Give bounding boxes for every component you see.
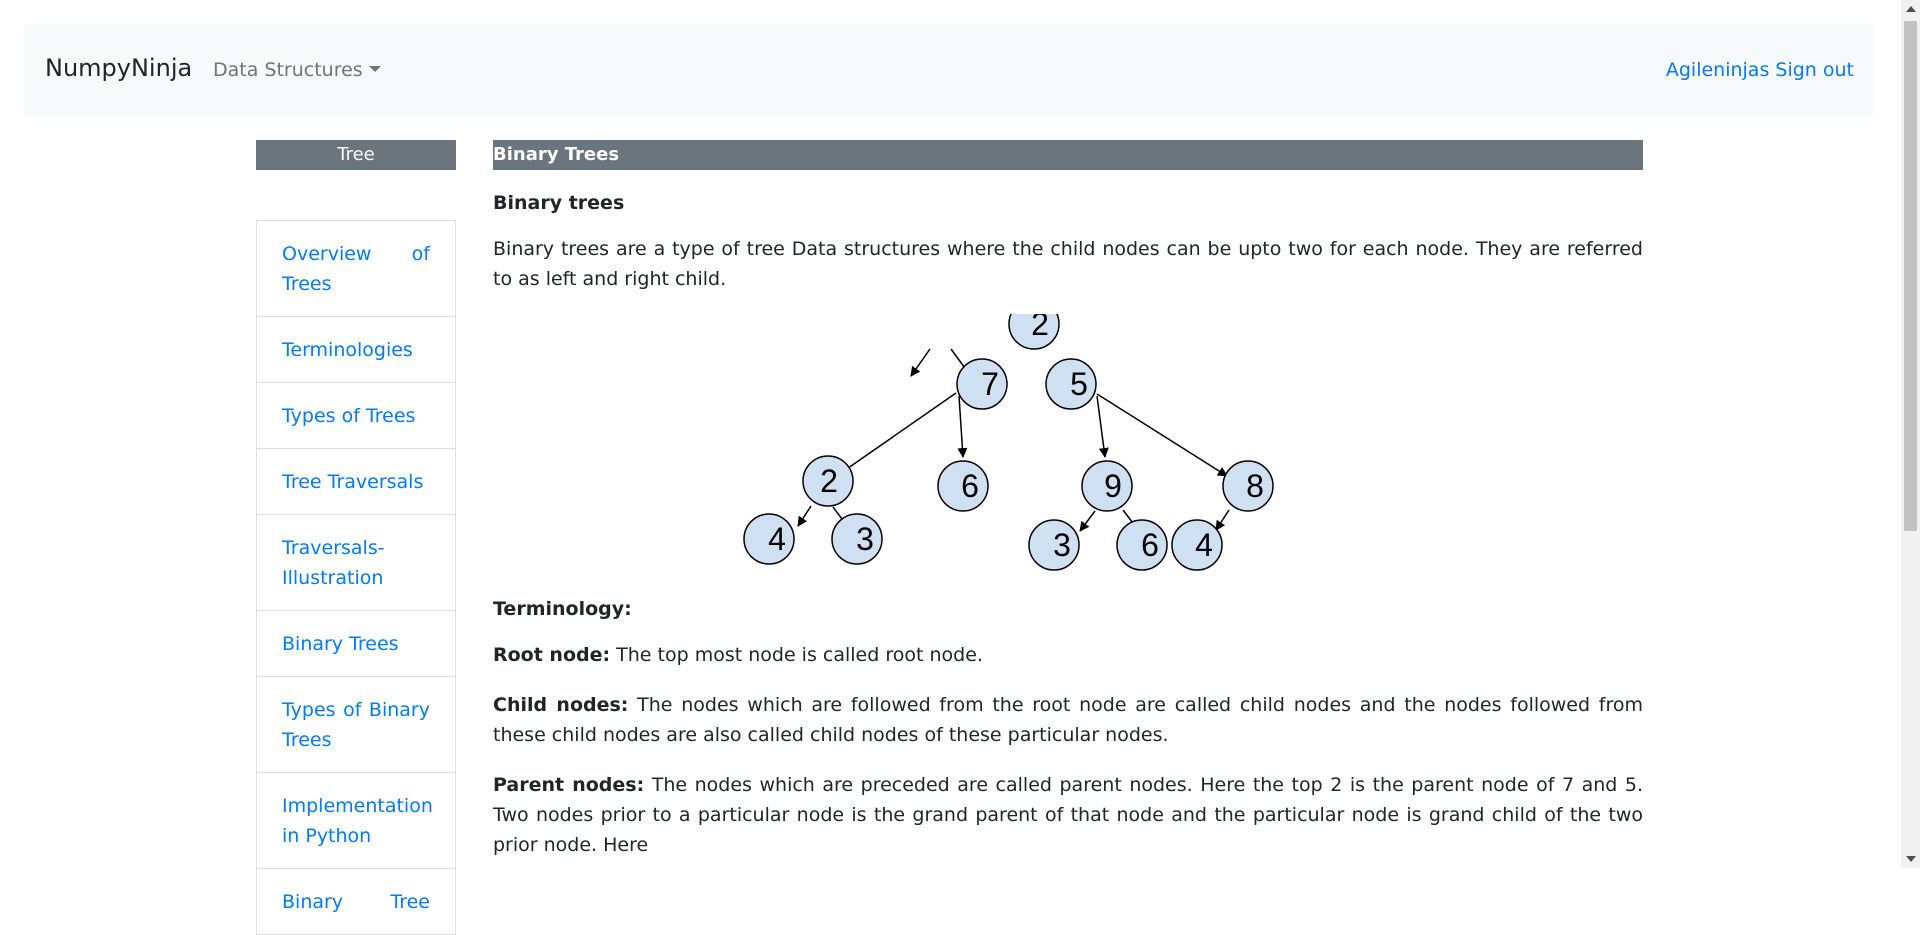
sidebar-item-tree-traversals[interactable]: Tree Traversals [257, 449, 455, 515]
sidebar-list: Overview of Trees Terminologies Types of… [256, 220, 456, 935]
brand-logo[interactable]: NumpyNinja [45, 54, 193, 82]
binary-tree-diagram: 2 7 5 2 6 9 8 4 3 3 6 4 [493, 314, 1643, 584]
term-text: The top most node is called root node. [610, 644, 983, 666]
sidebar: Tree Overview of Trees Terminologies Typ… [256, 140, 456, 935]
tree-node: 2 [802, 455, 854, 507]
svg-text:4: 4 [1195, 527, 1213, 563]
tree-node: 3 [831, 513, 883, 565]
term-text: The nodes which are followed from the ro… [493, 694, 1643, 746]
svg-text:7: 7 [981, 366, 999, 402]
sidebar-item-terminologies[interactable]: Terminologies [257, 317, 455, 383]
dropdown-label: Data Structures [213, 59, 363, 81]
sidebar-item-types-of-trees[interactable]: Types of Trees [257, 383, 455, 449]
caret-down-icon [368, 66, 381, 72]
edge [840, 392, 957, 474]
page-scrollbar[interactable] [1901, 0, 1920, 868]
child-nodes-paragraph: Child nodes: The nodes which are followe… [493, 690, 1643, 750]
svg-text:4: 4 [768, 521, 786, 557]
svg-text:6: 6 [961, 468, 979, 504]
svg-text:2: 2 [1031, 314, 1049, 342]
svg-text:8: 8 [1246, 468, 1264, 504]
page-title: Binary Trees [493, 140, 1643, 170]
edge [957, 395, 968, 458]
term-label: Child nodes: [493, 694, 629, 716]
intro-paragraph: Binary trees are a type of tree Data str… [493, 238, 1643, 290]
svg-text:2: 2 [820, 463, 838, 499]
tree-node: 5 [1045, 358, 1097, 410]
edge [1215, 509, 1230, 531]
sidebar-title: Tree [256, 140, 456, 170]
term-text: The nodes which are preceded are called … [493, 774, 1643, 856]
terminology-heading: Terminology: [493, 598, 632, 620]
sidebar-item-binary-tree[interactable]: Binary Tree [257, 869, 455, 935]
sidebar-item-binary-trees[interactable]: Binary Trees [257, 611, 455, 677]
tree-node: 3 [1028, 519, 1080, 571]
svg-text:3: 3 [1053, 527, 1071, 563]
edge [1079, 510, 1096, 532]
binary-tree-svg: 2 7 5 2 6 9 8 4 3 3 6 4 [743, 314, 1274, 571]
tree-node: 8 [1222, 460, 1274, 512]
main-content: Binary Trees Binary trees Binary trees a… [493, 140, 1643, 860]
parent-nodes-paragraph: Parent nodes: The nodes which are preced… [493, 770, 1643, 860]
scrollbar-thumb[interactable] [1904, 21, 1917, 531]
svg-text:5: 5 [1070, 366, 1088, 402]
edge [1096, 393, 1228, 477]
tree-node: 6 [937, 460, 989, 512]
scroll-up-arrow-icon[interactable] [1906, 6, 1916, 12]
term-label: Parent nodes: [493, 774, 645, 796]
svg-text:6: 6 [1141, 527, 1159, 563]
edge [1096, 395, 1109, 458]
tree-node: 2 [1008, 314, 1060, 350]
tree-node: 9 [1081, 460, 1133, 512]
tree-nodes: 2 7 5 2 6 9 8 4 3 3 6 4 [743, 314, 1274, 571]
sidebar-item-traversals-illustration[interactable]: Traversals-Illustration [257, 515, 455, 611]
svg-text:9: 9 [1104, 468, 1122, 504]
term-label: Root node: [493, 644, 611, 666]
sidebar-item-types-of-binary-trees[interactable]: Types of Binary Trees [257, 677, 455, 773]
top-navbar: NumpyNinja Data Structures Agileninjas S… [24, 24, 1873, 115]
tree-node: 7 [956, 358, 1008, 410]
scroll-down-arrow-icon[interactable] [1906, 856, 1916, 862]
section-subheading: Binary trees [493, 192, 625, 214]
tree-node: 4 [743, 513, 795, 565]
tree-node: 6 [1116, 519, 1168, 571]
sidebar-item-label: Traversals-Illustration [282, 537, 385, 589]
data-structures-dropdown[interactable]: Data Structures [213, 59, 381, 81]
tree-node: 4 [1171, 519, 1223, 571]
user-signout-link[interactable]: Agileninjas Sign out [1665, 59, 1854, 81]
edge [910, 348, 931, 377]
sidebar-item-label: Binary Tree [282, 891, 430, 913]
sidebar-item-implementation-in-python[interactable]: Implementation in Python [257, 773, 455, 869]
root-node-paragraph: Root node: The top most node is called r… [493, 640, 1643, 670]
sidebar-item-overview-of-trees[interactable]: Overview of Trees [257, 221, 455, 317]
edge [797, 505, 812, 527]
svg-text:3: 3 [856, 521, 874, 557]
